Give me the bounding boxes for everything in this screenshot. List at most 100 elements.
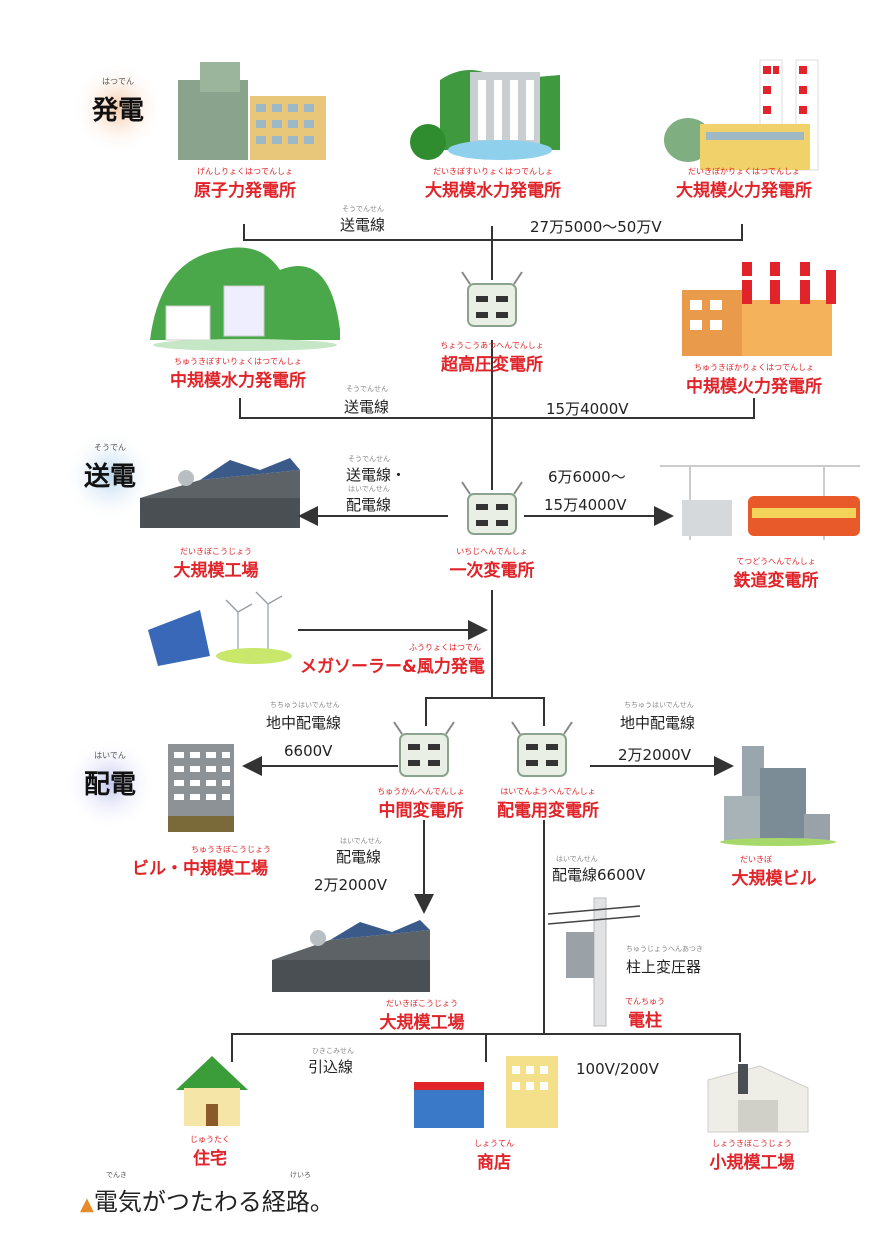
distribution-sub-ruby: はいでんようへんでんしょ	[500, 787, 596, 796]
house-illustration	[176, 1056, 248, 1126]
a7-ruby: はいでんせん	[340, 837, 382, 845]
voltage-label-1: 27万5000〜50万V	[530, 218, 662, 236]
distribution-line-label-2: 配電線	[336, 848, 382, 866]
transmission-glow	[64, 430, 156, 522]
a3-ruby-2: はいでんせん	[348, 485, 390, 493]
large-building-illustration	[720, 746, 836, 846]
large-thermal-ruby: だいきぼかりょくはつでんしょ	[688, 167, 800, 176]
voltage-label-22000-1: 2万2000V	[618, 746, 691, 764]
underground-line-label-2: 地中配電線	[620, 714, 696, 732]
underground-line-label-1: 地中配電線	[266, 714, 342, 732]
mid-hydro-ruby: ちゅうきぼすいりょくはつでんしょ	[174, 357, 302, 366]
shop-ruby: しょうてん	[474, 1139, 514, 1148]
large-hydro-label: 大規模水力発電所	[425, 181, 561, 201]
caption-ruby-1: でんき	[106, 1171, 127, 1179]
intermediate-substation-label: 中間変電所	[378, 801, 464, 821]
factory1-ruby: だいきぼこうじょう	[180, 547, 252, 556]
figure-caption: ▲電気がつたわる経路。	[80, 1182, 334, 1217]
office-building-illustration	[168, 744, 234, 832]
mid-thermal-plant-illustration	[682, 262, 836, 356]
distribution-line-label-1: 配電線	[346, 496, 392, 514]
mega-solar-wind-label: メガソーラー&風力発電	[300, 657, 485, 677]
mid-hydro-label: 中規模水力発電所	[170, 371, 306, 391]
distribution-line-6600-label: 配電線6600V	[552, 866, 646, 884]
mid-thermal-ruby: ちゅうきぼかりょくはつでんしょ	[694, 363, 814, 372]
ultra-hv-substation-label: 超高圧変電所	[441, 355, 543, 375]
mega-solar-ruby: ふうりょくはつでん	[409, 643, 481, 652]
caption-marker: ▲	[80, 1194, 94, 1215]
generation-glow	[72, 62, 164, 154]
nuclear-plant-label: 原子力発電所	[194, 181, 296, 201]
shop-label: 商店	[477, 1153, 511, 1173]
intermediate-sub-ruby: ちゅうかんへんでんしょ	[377, 787, 465, 796]
house-ruby: じゅうたく	[190, 1135, 230, 1144]
mid-thermal-label: 中規模火力発電所	[686, 377, 822, 397]
large-factory-2-illustration	[272, 920, 430, 992]
transmission-line-label-2: 送電線	[344, 398, 390, 416]
pole-transformer-label: 柱上変圧器	[626, 958, 702, 976]
railway-substation-label: 鉄道変電所	[733, 571, 819, 591]
small-factory-illustration	[707, 1064, 809, 1133]
voltage-label-2: 15万4000V	[546, 400, 629, 418]
primary-sub-ruby: いちじへんでんしょ	[456, 547, 528, 556]
building-factory-ruby: ちゅうきぼこうじょう	[191, 845, 271, 854]
voltage-label-railway-2: 15万4000V	[544, 496, 627, 514]
ultra-hv-ruby: ちょうこうあつへんでんしょ	[440, 341, 544, 350]
large-hydro-dam-illustration	[410, 70, 560, 160]
large-factory-illustration	[140, 458, 300, 528]
stage-distribution-ruby: はいでん	[94, 751, 126, 760]
stage-distribution-label: 配電	[83, 769, 136, 800]
utility-pole-label: 電柱	[628, 1011, 662, 1031]
pole-transformer-ruby: ちゅうじょうへんあつき	[626, 945, 703, 953]
primary-substation-label: 一次変電所	[449, 561, 535, 581]
distribution-substation-icon	[511, 721, 573, 777]
nuclear-plant-illustration	[178, 62, 326, 160]
caption-ruby-2: けいろ	[290, 1171, 311, 1179]
shop-illustration	[414, 1056, 558, 1128]
voltage-label-railway-1: 6万6000〜	[548, 468, 626, 486]
small-factory-label: 小規模工場	[709, 1153, 795, 1173]
transmission-line-label-1: 送電線	[340, 216, 386, 234]
a6-ruby: ちちゅうはいでんせん	[624, 701, 694, 709]
factory2-ruby: だいきぼこうじょう	[386, 999, 458, 1008]
small-factory-ruby: しょうきぼこうじょう	[712, 1139, 792, 1148]
utility-pole-ruby: でんちゅう	[625, 997, 665, 1006]
large-building-label: 大規模ビル	[731, 869, 817, 889]
large-factory-2-label: 大規模工場	[379, 1013, 465, 1033]
a1-ruby: そうでんせん	[342, 205, 384, 213]
railway-ruby: てつどうへんでんしょ	[736, 557, 816, 566]
stage-transmission-ruby: そうでん	[94, 443, 126, 452]
large-building-ruby: だいきぼ	[740, 855, 772, 864]
a8-ruby: はいでんせん	[556, 855, 598, 863]
voltage-label-6600: 6600V	[284, 742, 333, 760]
stage-transmission: 送電	[72, 436, 148, 512]
transmission-distribution-line-label: 送電線・	[346, 466, 407, 484]
service-drop-label: 引込線	[308, 1058, 354, 1076]
utility-pole-illustration	[547, 897, 641, 1027]
stage-generation-ruby: はつでん	[102, 77, 134, 86]
voltage-label-22000-2: 2万2000V	[314, 876, 387, 894]
stage-generation-label: 発電	[91, 95, 144, 126]
railway-illustration	[660, 465, 860, 540]
a5-ruby: ちちゅうはいでんせん	[270, 701, 340, 709]
distribution-glow	[64, 738, 156, 830]
large-thermal-plant-illustration	[664, 59, 819, 171]
mid-hydro-plant-illustration	[150, 247, 340, 351]
ultra-hv-substation-icon	[461, 271, 523, 327]
building-factory-label: ビル・中規模工場	[132, 859, 268, 879]
large-factory-1-label: 大規模工場	[173, 561, 259, 581]
mega-solar-wind-illustration	[148, 591, 292, 666]
a3-ruby-1: そうでんせん	[348, 455, 390, 463]
caption-text: 電気がつたわる経路。	[93, 1188, 334, 1216]
stage-generation: 発電	[80, 70, 156, 146]
large-thermal-label: 大規模火力発電所	[676, 181, 812, 201]
voltage-label-100-200: 100V/200V	[576, 1060, 659, 1078]
stage-distribution: 配電	[72, 744, 148, 820]
primary-substation-icon	[461, 481, 523, 535]
distribution-substation-label: 配電用変電所	[497, 801, 599, 821]
connection-lines	[231, 224, 755, 1062]
a2-ruby: そうでんせん	[346, 385, 388, 393]
intermediate-substation-icon	[393, 721, 455, 777]
stage-transmission-label: 送電	[83, 461, 136, 492]
